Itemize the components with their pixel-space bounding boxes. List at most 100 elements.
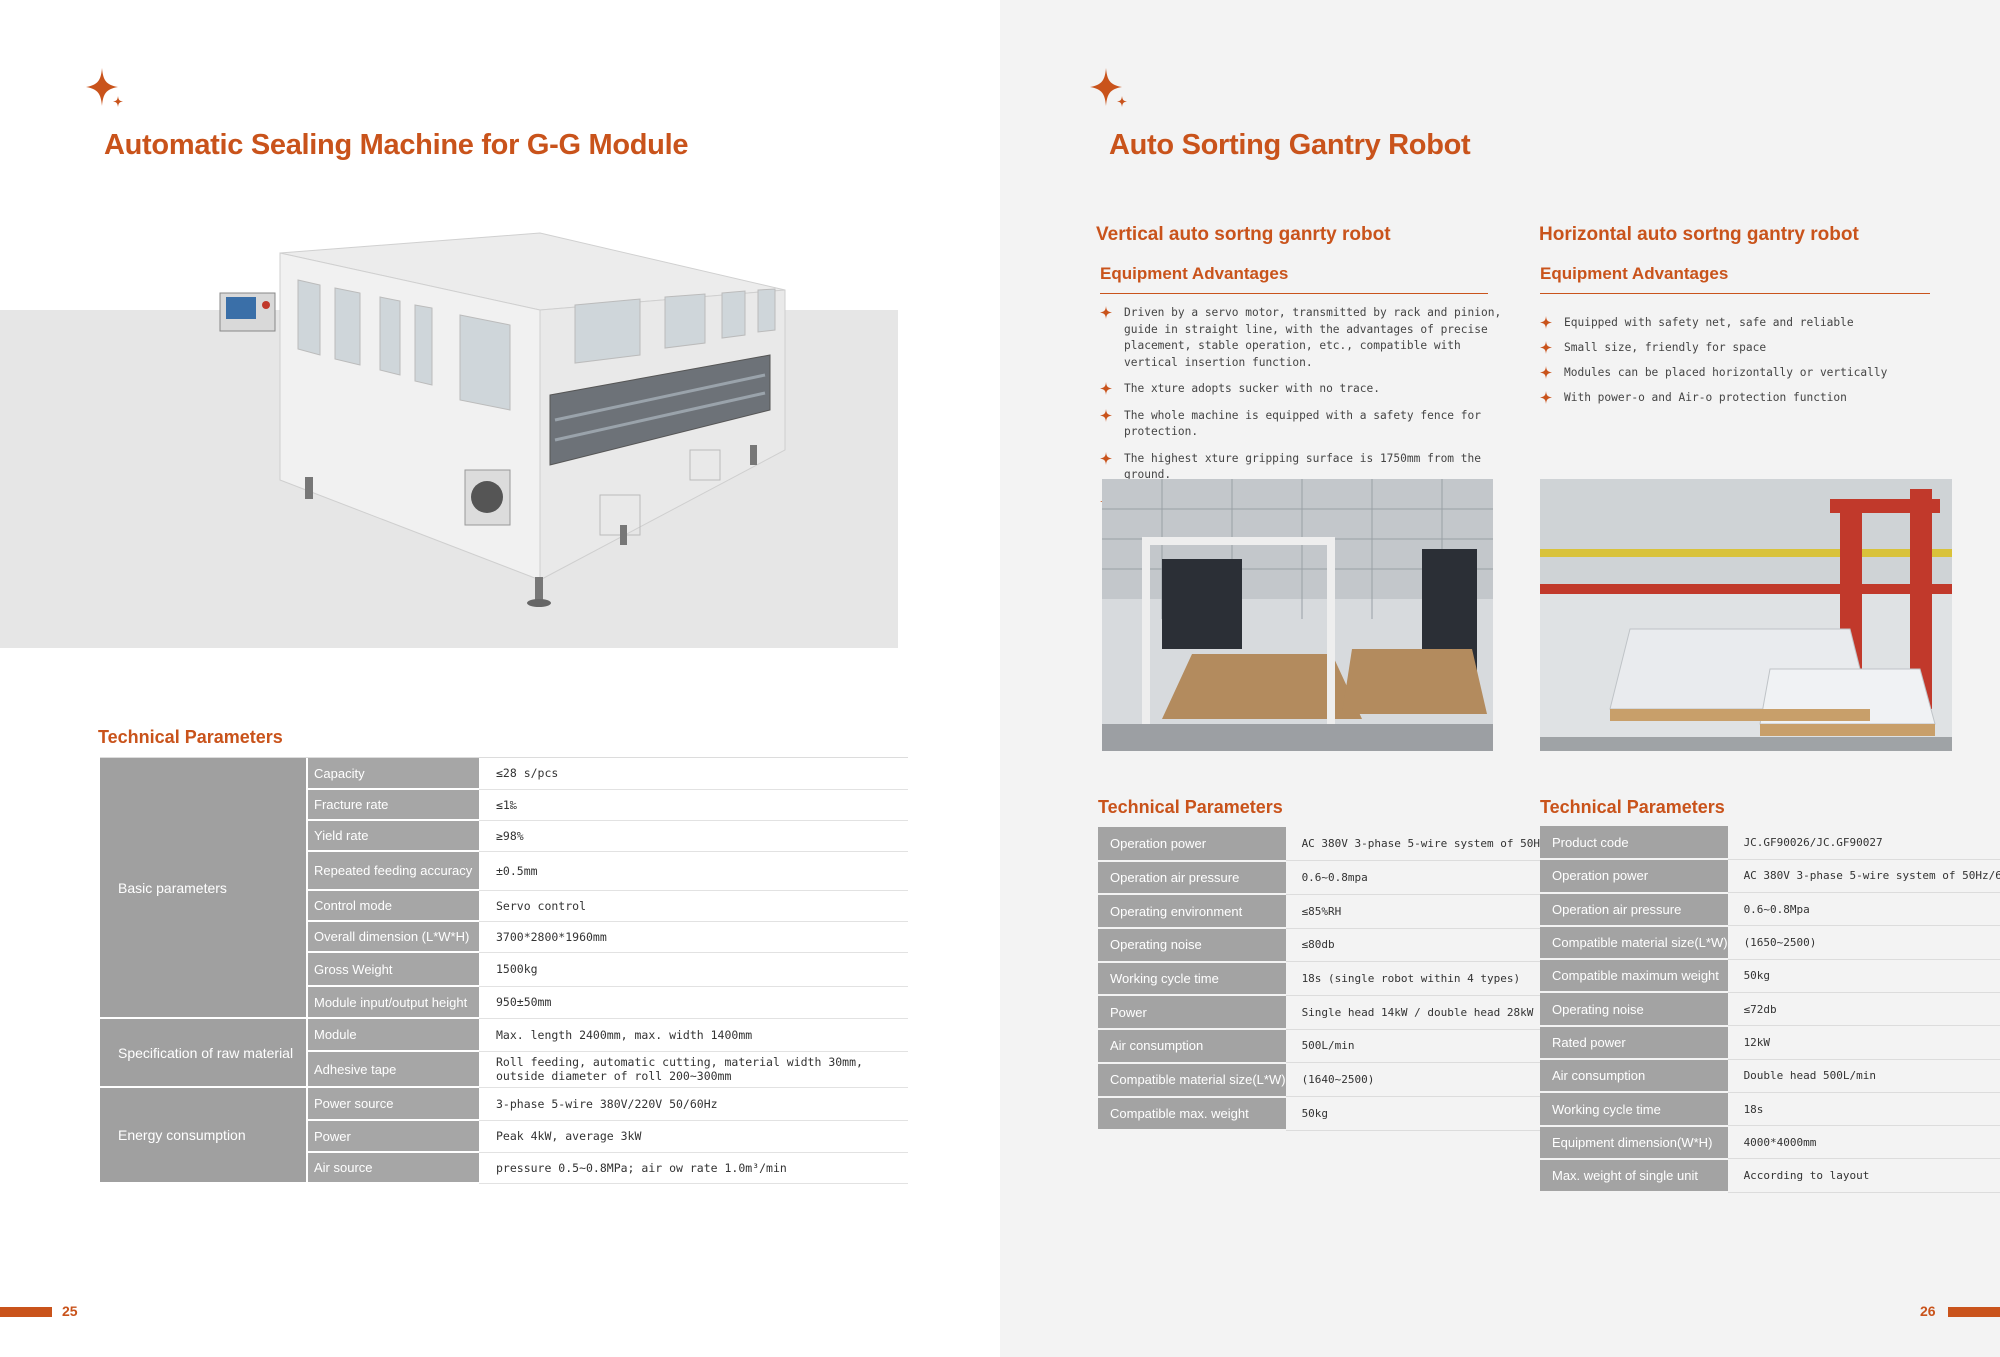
param-label: Module <box>307 1018 479 1052</box>
param-label: Max. weight of single unit <box>1540 1158 1728 1194</box>
param-group-label: Specification of raw material <box>100 1018 308 1088</box>
param-value: 50kg <box>1285 1096 1547 1131</box>
advantage-text: The whole machine is equipped with a saf… <box>1124 408 1481 439</box>
param-value: 3700*2800*1960mm <box>479 921 908 953</box>
param-value: ≤72db <box>1727 992 2000 1027</box>
param-value: Peak 4kW, average 3kW <box>479 1120 908 1153</box>
param-label: Overall dimension (L*W*H) <box>307 921 479 953</box>
param-label: Air consumption <box>1540 1059 1728 1094</box>
param-value: JC.GF90026/JC.GF90027 <box>1727 826 2000 860</box>
param-value: Max. length 2400mm, max. width 1400mm <box>479 1018 908 1052</box>
param-value: (1640~2500) <box>1285 1062 1547 1097</box>
param-value: ≥98% <box>479 820 908 852</box>
horizontal-robot-photo <box>1540 479 1952 751</box>
horizontal-tech-heading: Technical Parameters <box>1540 797 1725 817</box>
param-label: Power source <box>307 1087 479 1121</box>
table-row: Equipment dimension(W*H)4000*4000mm <box>1540 1125 2000 1160</box>
param-label: Air consumption <box>1098 1029 1286 1064</box>
param-label: Power <box>1098 995 1286 1031</box>
param-value: According to layout <box>1727 1158 2000 1193</box>
param-label: Compatible material size(L*W) <box>1098 1062 1286 1098</box>
table-row: Repeated feeding accuracy±0.5mm <box>100 851 908 891</box>
param-label: Operating noise <box>1098 928 1286 963</box>
table-row: Compatible material size(L*W)(1650~2500) <box>1540 925 2000 961</box>
param-group-label: Basic parameters <box>100 758 308 1019</box>
divider <box>1100 293 1488 294</box>
table-row: Operating noise≤72db <box>1540 992 2000 1027</box>
param-label: Repeated feeding accuracy <box>307 851 479 891</box>
star-icon <box>1090 68 1127 107</box>
star-bullet-icon <box>1540 391 1552 404</box>
param-label: Compatible max. weight <box>1098 1096 1286 1132</box>
param-value: Single head 14kW / double head 28kW <box>1285 995 1547 1030</box>
param-label: Gross Weight <box>307 952 479 987</box>
page-number-bar <box>1948 1307 2000 1317</box>
vertical-tech-heading: Technical Parameters <box>1098 797 1283 817</box>
advantage-text: The highest xture gripping surface is 17… <box>1124 451 1481 482</box>
list-item: Modules can be placed horizontally or ve… <box>1540 365 1970 382</box>
page-number-bar <box>0 1307 52 1317</box>
horizontal-adv-heading: Equipment Advantages <box>1540 264 1729 283</box>
advantage-text: Modules can be placed horizontally or ve… <box>1564 366 1888 379</box>
page-number: 25 <box>62 1303 78 1319</box>
list-item: The whole machine is equipped with a saf… <box>1100 408 1505 441</box>
param-label: Operation air pressure <box>1098 860 1286 896</box>
param-label: Product code <box>1540 826 1728 861</box>
param-value: 18s <box>1727 1092 2000 1127</box>
param-value: ≤85%RH <box>1285 894 1547 929</box>
param-label: Module input/output height <box>307 986 479 1019</box>
param-value: 0.6~0.8Mpa <box>1727 892 2000 927</box>
param-value: 1500kg <box>479 952 908 987</box>
list-item: Equipped with safety net, safe and relia… <box>1540 315 1970 332</box>
list-item: The highest xture gripping surface is 17… <box>1100 451 1505 484</box>
divider <box>1540 293 1930 294</box>
right-page: Auto Sorting Gantry Robot Vertical auto … <box>1000 0 2000 1357</box>
star-bullet-icon <box>1100 306 1112 319</box>
param-label: Control mode <box>307 890 479 922</box>
param-value: 500L/min <box>1285 1029 1547 1064</box>
param-label: Fracture rate <box>307 789 479 821</box>
star-bullet-icon <box>1540 366 1552 379</box>
param-value: Double head 500L/min <box>1727 1059 2000 1093</box>
star-bullet-icon <box>1100 451 1112 465</box>
param-value: (1650~2500) <box>1727 925 2000 960</box>
param-group-label: Energy consumption <box>100 1087 308 1184</box>
param-label: Operation power <box>1540 859 1728 894</box>
horizontal-advantages-list: Equipped with safety net, safe and relia… <box>1540 315 1970 415</box>
param-label: Operation power <box>1098 827 1286 862</box>
param-value: Servo control <box>479 890 908 922</box>
param-label: Yield rate <box>307 820 479 852</box>
param-value: ≤80db <box>1285 928 1547 963</box>
param-value: Roll feeding, automatic cutting, materia… <box>479 1051 908 1088</box>
vertical-robot-photo <box>1102 479 1493 751</box>
param-value: AC 380V 3-phase 5-wire system of 50Hz <box>1285 827 1547 862</box>
star-bullet-icon <box>1100 382 1112 395</box>
star-bullet-icon <box>1540 341 1552 354</box>
table-row: Yield rate≥98% <box>100 820 908 852</box>
advantage-text: With power-o and Air-o protection functi… <box>1564 391 1847 404</box>
param-label: Rated power <box>1540 1025 1728 1061</box>
list-item: With power-o and Air-o protection functi… <box>1540 390 1970 407</box>
advantage-text: Small size, friendly for space <box>1564 341 1767 354</box>
param-value: 50kg <box>1727 959 2000 993</box>
page-title: Auto Sorting Gantry Robot <box>1109 129 1471 161</box>
sealing-machine-image <box>219 232 786 607</box>
left-page: Automatic Sealing Machine for G-G Module <box>0 68 908 1319</box>
